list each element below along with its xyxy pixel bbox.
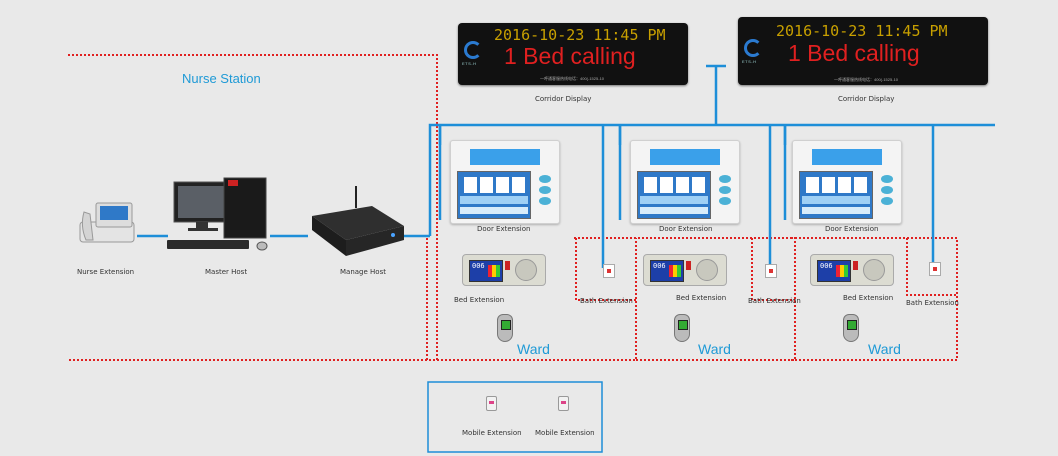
ward-2-label: Ward <box>698 341 731 357</box>
manage-host-device <box>312 186 404 256</box>
door-extension-3 <box>792 140 902 224</box>
mobile-extension-1-device <box>486 396 497 411</box>
corridor-display-2-caption: Corridor Display <box>838 95 895 103</box>
master-host-device <box>167 177 268 251</box>
bath-extension-3-label: Bath Extension <box>906 299 959 307</box>
bed-extension-3-label: Bed Extension <box>843 294 894 302</box>
corridor-display-2: ETS-H 2016-10-23 11:45 PM 1 Bed calling … <box>738 17 988 85</box>
ward-2-bath-boundary <box>751 238 795 301</box>
display-message: 1 Bed calling <box>504 43 636 69</box>
bed-handset-1 <box>497 314 513 342</box>
bath-extension-2-label: Bath Extension <box>748 297 801 305</box>
door-extension-2-label: Door Extension <box>659 225 713 233</box>
bed-extension-3: 006 <box>810 254 894 286</box>
bed-extension-1-label: Bed Extension <box>454 296 505 304</box>
bath-extension-1-device <box>603 264 615 278</box>
door-extension-1 <box>450 140 560 224</box>
nurse-extension-device <box>79 202 135 243</box>
corridor-display-1: ETS-H 2016-10-23 11:45 PM 1 Bed calling … <box>458 23 688 85</box>
bath-extension-1-label: Bath Extension <box>580 297 633 305</box>
ward-1-bath-boundary <box>575 238 636 301</box>
bed-extension-1: 006 <box>462 254 546 286</box>
display-datetime: 2016-10-23 11:45 PM <box>776 22 948 40</box>
display-hotline: 一呼通客服热线电话：400(-1525-10 <box>834 77 899 82</box>
mobile-extension-2-device <box>558 396 569 411</box>
display-message: 1 Bed calling <box>788 40 920 66</box>
mobile-extension-2-label: Mobile Extension <box>535 429 595 437</box>
bath-extension-2-device <box>765 264 777 278</box>
door-extension-1-label: Door Extension <box>477 225 531 233</box>
brand-logo-icon <box>744 39 762 57</box>
bed-handset-3 <box>843 314 859 342</box>
brand-logo-icon <box>464 41 482 59</box>
nurse-station-boundary <box>68 54 438 361</box>
manage-host-label: Manage Host <box>340 268 386 276</box>
bath-extension-3-device <box>929 262 941 276</box>
ward-1-label: Ward <box>517 341 550 357</box>
mobile-extension-box <box>427 381 603 453</box>
main-bus <box>428 123 995 236</box>
nurse-extension-label: Nurse Extension <box>77 268 135 276</box>
ward-3-bath-boundary <box>906 238 957 296</box>
door-extension-2 <box>630 140 740 224</box>
ward-3-label: Ward <box>868 341 901 357</box>
display-hotline: 一呼通客服热线电话：400(-1525-10 <box>540 76 605 81</box>
bed-extension-2-label: Bed Extension <box>676 294 727 302</box>
corridor-display-1-caption: Corridor Display <box>535 95 592 103</box>
nurse-station-label: Nurse Station <box>182 71 261 86</box>
bed-extension-2: 006 <box>643 254 727 286</box>
display-datetime: 2016-10-23 11:45 PM <box>494 26 666 44</box>
bed-handset-2 <box>674 314 690 342</box>
mobile-extension-1-label: Mobile Extension <box>462 429 522 437</box>
door-extension-3-label: Door Extension <box>825 225 879 233</box>
master-host-label: Master Host <box>205 268 248 276</box>
